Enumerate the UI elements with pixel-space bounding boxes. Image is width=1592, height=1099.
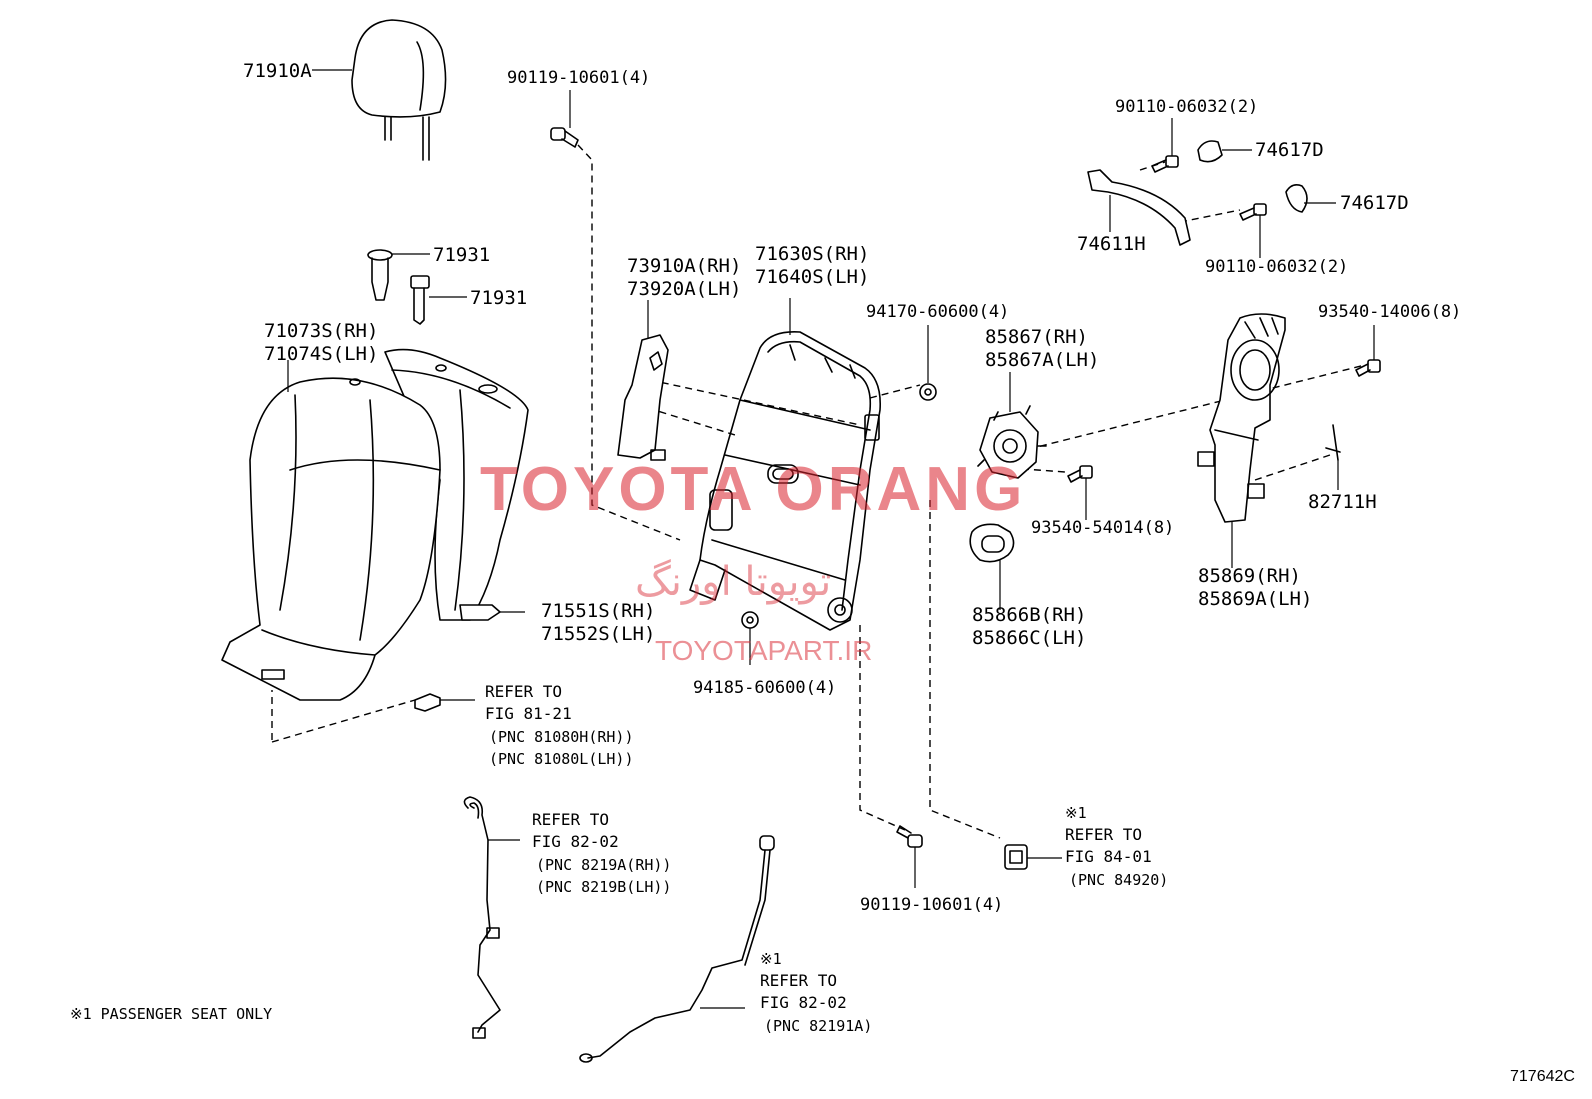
label-screw-b: 90110-06032(2) xyxy=(1205,257,1348,277)
label-nut-bottom: 94185-60600(4) xyxy=(693,678,836,698)
label-handle: 74611H xyxy=(1077,233,1146,255)
wire-harness-b-part xyxy=(579,835,775,1063)
ref-82-02b-line3: (PNC 82191A) xyxy=(764,1017,872,1035)
label-frame-lh: 71640S(LH) xyxy=(755,266,869,288)
ref-81-21-line1: REFER TO xyxy=(485,682,562,701)
label-duct-lh: 85869A(LH) xyxy=(1198,588,1312,610)
label-frame-rh: 71630S(RH) xyxy=(755,243,869,265)
ref-84-01-line1: REFER TO xyxy=(1065,825,1142,844)
assembly-dashed-lines xyxy=(271,144,1366,839)
label-screw-right: 93540-14006(8) xyxy=(1318,302,1461,322)
label-nut-top: 94170-60600(4) xyxy=(866,302,1009,322)
label-cover-lh: 71074S(LH) xyxy=(264,343,378,365)
label-blower-rh: 85867(RH) xyxy=(985,326,1088,348)
label-pad-lh: 71552S(LH) xyxy=(541,623,655,645)
ref-82-02b-line2: FIG 82-02 xyxy=(760,993,847,1012)
label-guide-a: 71931 xyxy=(433,244,490,266)
diagram-code: 717642C xyxy=(1510,1068,1575,1085)
label-duct-rh: 85869(RH) xyxy=(1198,565,1301,587)
ref-82-02a-line3: (PNC 8219A(RH)) xyxy=(536,856,671,874)
seatback-frame-part xyxy=(689,331,882,631)
label-cover-a: 74617D xyxy=(1255,139,1324,161)
ref-fig-82-02-b: ※1 REFER TO FIG 82-02 (PNC 82191A) xyxy=(760,950,872,1035)
ref-82-02a-line1: REFER TO xyxy=(532,810,609,829)
seat-pad-part xyxy=(459,604,501,621)
ref-81-21-line2: FIG 81-21 xyxy=(485,704,572,723)
wire-harness-a-part xyxy=(463,796,501,1039)
bolt-bottom-part xyxy=(896,825,923,848)
ref-82-02b-mark: ※1 xyxy=(760,950,782,968)
ref-84-01-line3: (PNC 84920) xyxy=(1069,871,1168,889)
bolt-top-part xyxy=(550,127,579,148)
ref-82-02b-line1: REFER TO xyxy=(760,971,837,990)
cover-b-part xyxy=(1285,184,1308,213)
part-labels: 71910A 90119-10601(4) 90110-06032(2) 746… xyxy=(243,60,1461,915)
watermark-brand: TOYOTA ORANG xyxy=(480,455,1026,524)
ref-fig-84-01: ※1 REFER TO FIG 84-01 (PNC 84920) xyxy=(1065,804,1168,889)
label-bolt-bottom: 90119-10601(4) xyxy=(860,895,1003,915)
screw-mid-part xyxy=(1067,465,1093,483)
nut-top-part xyxy=(919,383,937,401)
vent-grille-part xyxy=(969,523,1015,563)
ref-82-02a-line2: FIG 82-02 xyxy=(532,832,619,851)
ref-82-02a-line4: (PNC 8219B(LH)) xyxy=(536,878,671,896)
label-screw-a: 90110-06032(2) xyxy=(1115,97,1258,117)
footnote: ※1 PASSENGER SEAT ONLY xyxy=(70,1005,272,1023)
ref-81-21-line3: (PNC 81080H(RH)) xyxy=(489,728,634,746)
ref-fig-82-02-a: REFER TO FIG 82-02 (PNC 8219A(RH)) (PNC … xyxy=(532,810,671,896)
ref-84-01-mark: ※1 xyxy=(1065,804,1087,822)
air-duct-part xyxy=(1197,313,1286,523)
label-grille-rh: 85866B(RH) xyxy=(972,604,1086,626)
watermark: TOYOTA ORANG تویوتا اورنگ TOYOTAPART.IR xyxy=(480,455,1026,666)
clip-part xyxy=(1325,424,1341,461)
side-trim-part xyxy=(617,334,669,461)
watermark-persian: تویوتا اورنگ xyxy=(635,559,831,605)
label-grille-lh: 85866C(LH) xyxy=(972,627,1086,649)
label-trim-lh: 73920A(LH) xyxy=(627,278,741,300)
seatback-cushion-part xyxy=(221,377,441,701)
headrest-guide-part xyxy=(367,249,430,325)
label-headrest: 71910A xyxy=(243,60,312,82)
cover-a-part xyxy=(1197,140,1223,163)
handle-part xyxy=(1087,169,1191,246)
label-pad-rh: 71551S(RH) xyxy=(541,600,655,622)
watermark-site: TOYOTAPART.IR xyxy=(655,635,872,666)
seat-switch-part xyxy=(1004,844,1028,870)
label-blower-lh: 85867A(LH) xyxy=(985,349,1099,371)
label-trim-rh: 73910A(RH) xyxy=(627,255,741,277)
screw-a-part xyxy=(1151,155,1179,173)
label-screw-mid: 93540-54014(8) xyxy=(1031,518,1174,538)
connector-part xyxy=(414,693,441,712)
ref-81-21-line4: (PNC 81080L(LH)) xyxy=(489,750,634,768)
label-guide-b: 71931 xyxy=(470,287,527,309)
ref-84-01-line2: FIG 84-01 xyxy=(1065,847,1152,866)
nut-bottom-part xyxy=(741,611,759,629)
screw-b-part xyxy=(1239,203,1267,221)
screw-right-part xyxy=(1355,359,1381,377)
blower-fan-part xyxy=(977,405,1047,479)
label-cover-b: 74617D xyxy=(1340,192,1409,214)
headrest-part xyxy=(351,19,447,161)
ref-fig-81-21: REFER TO FIG 81-21 (PNC 81080H(RH)) (PNC… xyxy=(485,682,634,768)
label-cover-rh: 71073S(RH) xyxy=(264,320,378,342)
label-clip: 82711H xyxy=(1308,491,1377,513)
label-bolt-top: 90119-10601(4) xyxy=(507,68,650,88)
